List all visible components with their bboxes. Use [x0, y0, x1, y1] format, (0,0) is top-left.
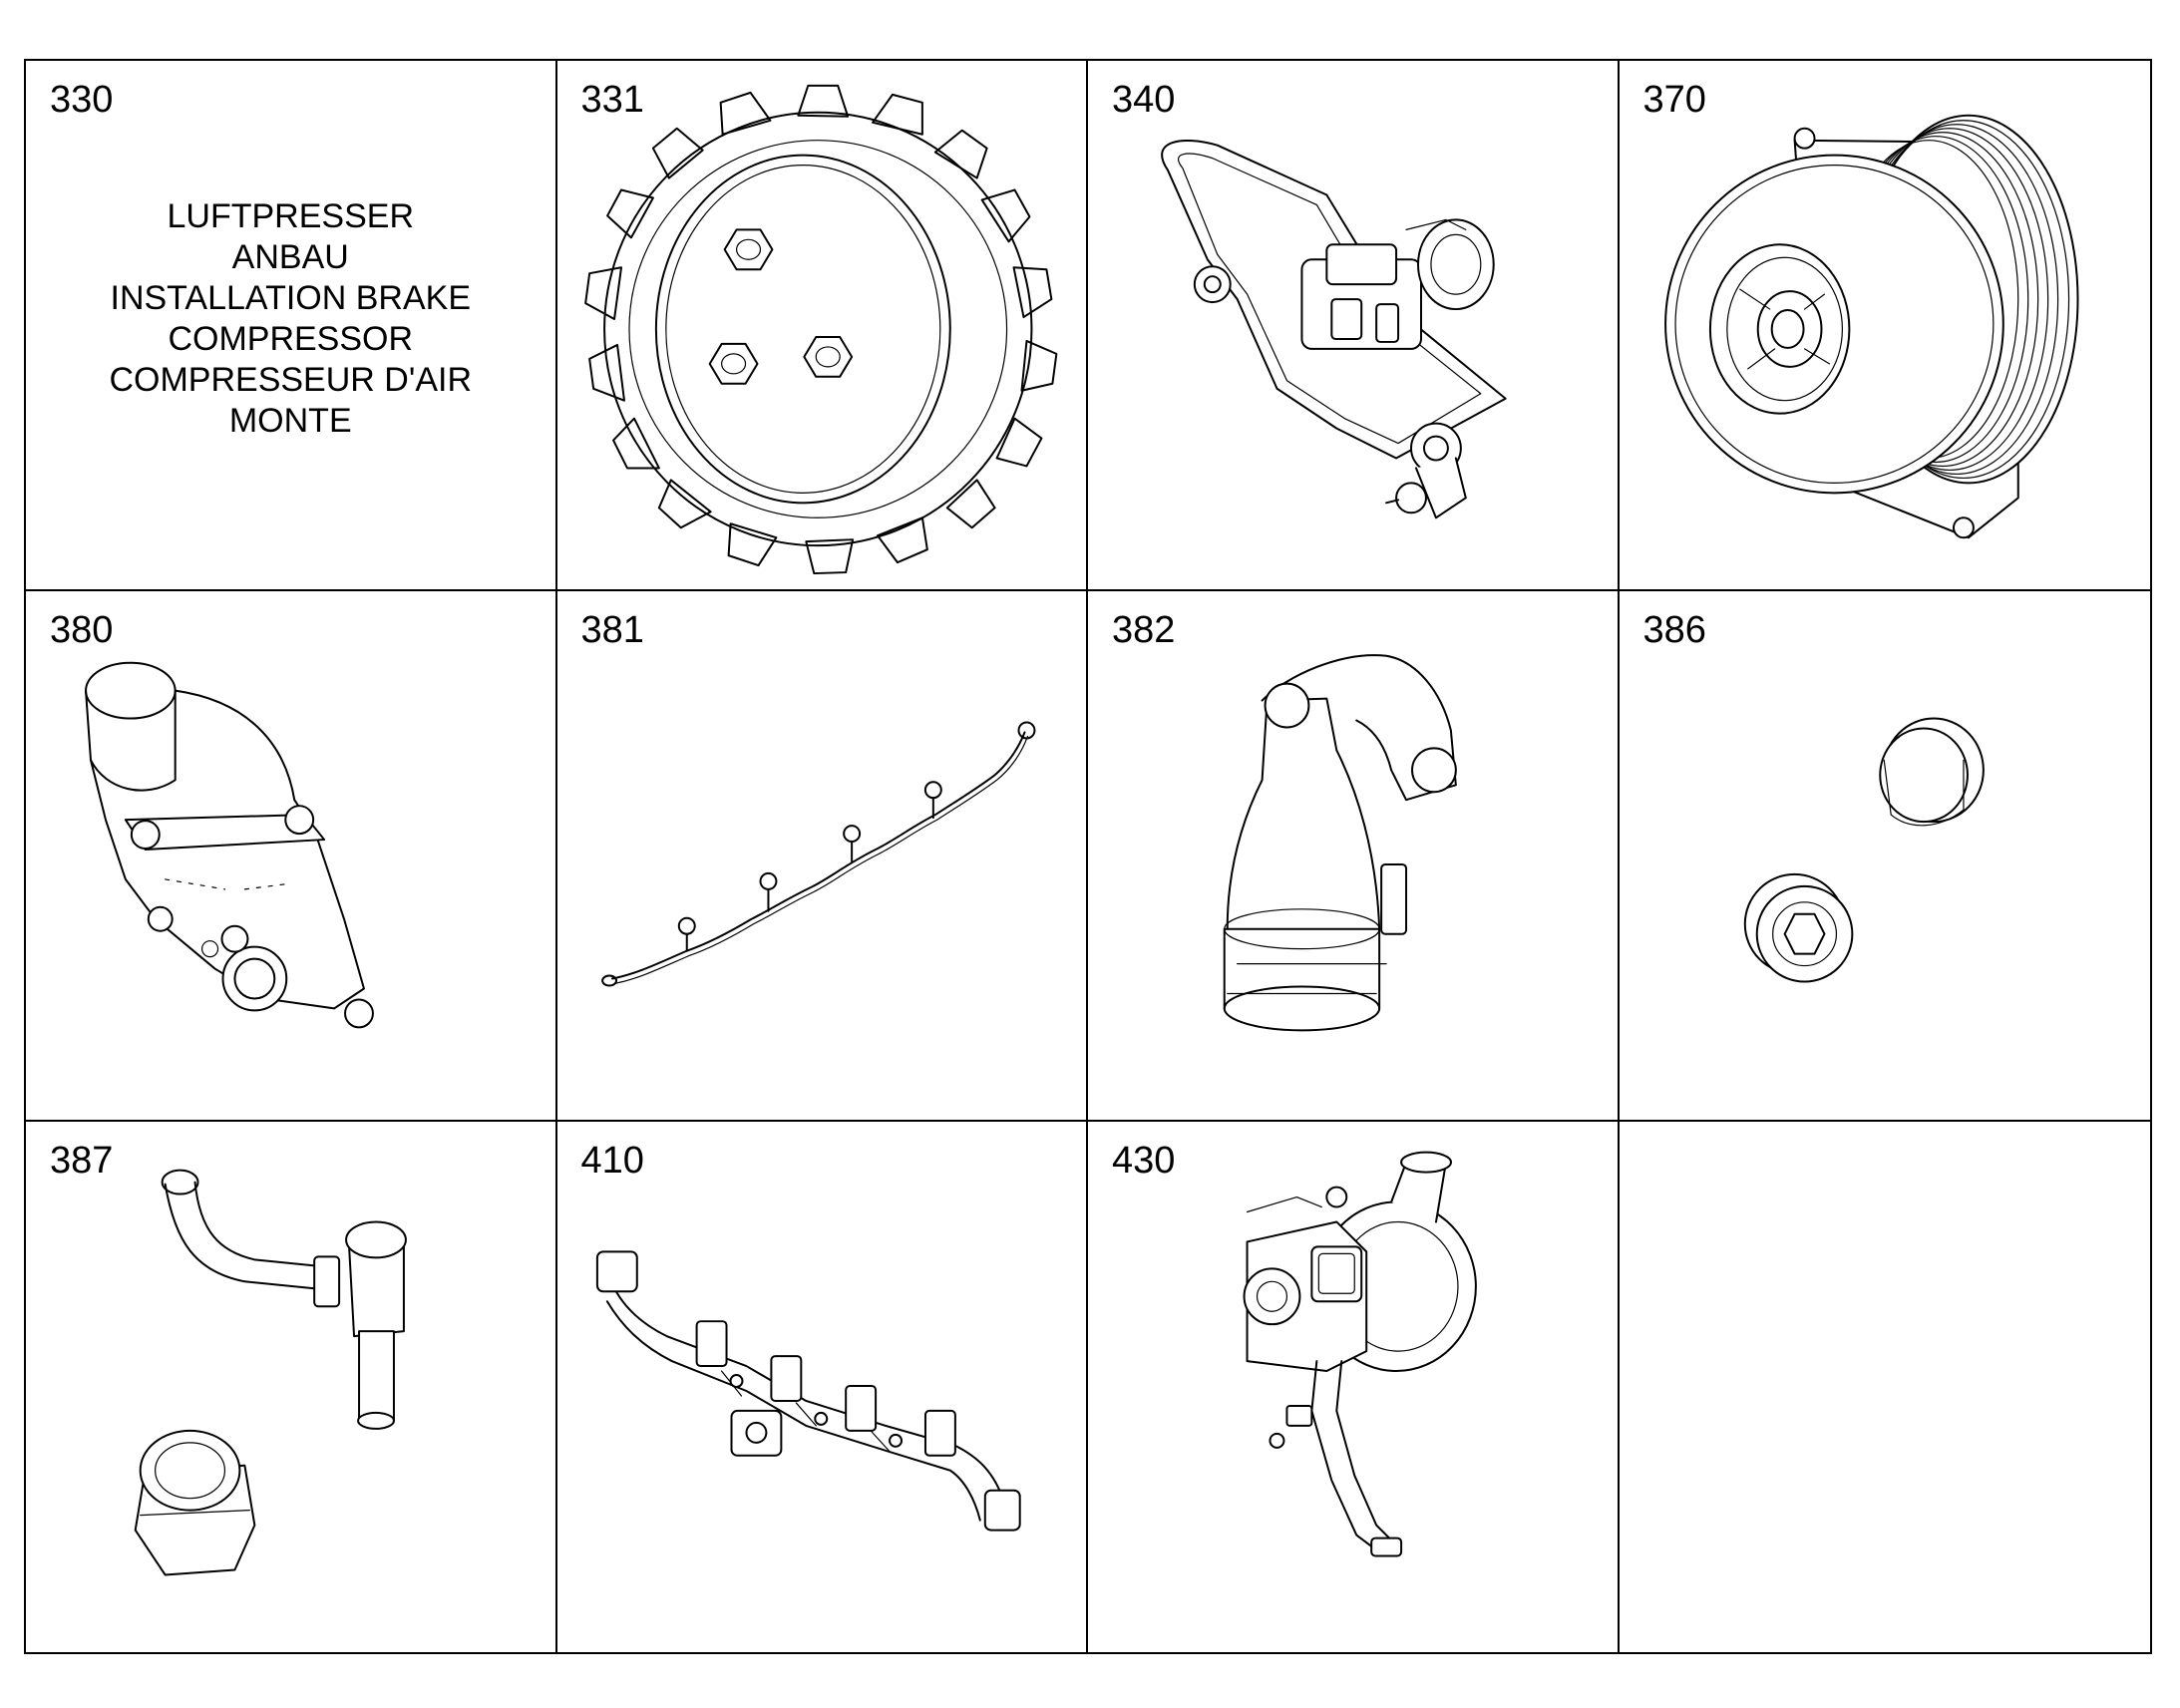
empty-cell: [1620, 1122, 2151, 1652]
part-cell-340[interactable]: 340: [1088, 61, 1620, 591]
part-cell-331[interactable]: 331: [556, 61, 1088, 591]
plug-fittings-icon: [1743, 717, 1985, 983]
part-number: 331: [580, 79, 644, 121]
part-number: 380: [50, 609, 114, 651]
description-line: LUFTPRESSER: [167, 197, 415, 235]
part-cell-382[interactable]: 382: [1088, 591, 1620, 1122]
description-line: INSTALLATION BRAKE: [110, 279, 472, 317]
description-line: MONTE: [228, 402, 352, 440]
part-number: 430: [1112, 1140, 1176, 1182]
description-line: COMPRESSEUR D'AIR: [109, 361, 473, 399]
helical-gear-icon: [583, 84, 1057, 575]
elbow-pipe-icon: [1223, 654, 1457, 1032]
part-cell-370[interactable]: 370: [1619, 61, 2150, 591]
part-number: 386: [1642, 609, 1706, 651]
pipe-fitting-icon: [134, 1169, 407, 1576]
part-cell-387[interactable]: 387: [26, 1122, 557, 1652]
description-line: ANBAU: [231, 238, 349, 276]
part-number: 370: [1642, 79, 1706, 121]
part-cell-330[interactable]: 330 LUFTPRESSER ANBAU INSTALLATION BRAKE…: [26, 61, 557, 591]
part-description: LUFTPRESSER ANBAU INSTALLATION BRAKE COM…: [26, 196, 555, 442]
part-number: 382: [1112, 609, 1176, 651]
thermostat-housing-icon: [85, 661, 374, 1029]
part-cell-381[interactable]: 381: [556, 591, 1088, 1122]
part-number: 340: [1112, 79, 1176, 121]
turbocharger-icon: [1243, 1151, 1477, 1557]
parts-grid: 330 LUFTPRESSER ANBAU INSTALLATION BRAKE…: [24, 59, 2152, 1654]
part-cell-430[interactable]: 430: [1088, 1122, 1620, 1652]
description-line: COMPRESSOR: [168, 320, 414, 358]
exhaust-manifold-icon: [595, 1250, 1021, 1532]
part-number: 381: [580, 609, 644, 651]
part-cell-386[interactable]: 386: [1619, 591, 2150, 1122]
part-number: 410: [580, 1140, 644, 1182]
part-cell-410[interactable]: 410: [557, 1122, 1088, 1652]
water-pump-pulley-icon: [1663, 114, 2079, 539]
wiring-harness-icon: [600, 721, 1035, 987]
part-number: 387: [50, 1140, 114, 1182]
belt-drive-compressor-icon: [1161, 140, 1507, 519]
part-cell-380[interactable]: 380: [26, 591, 557, 1122]
part-number: 330: [50, 79, 114, 121]
